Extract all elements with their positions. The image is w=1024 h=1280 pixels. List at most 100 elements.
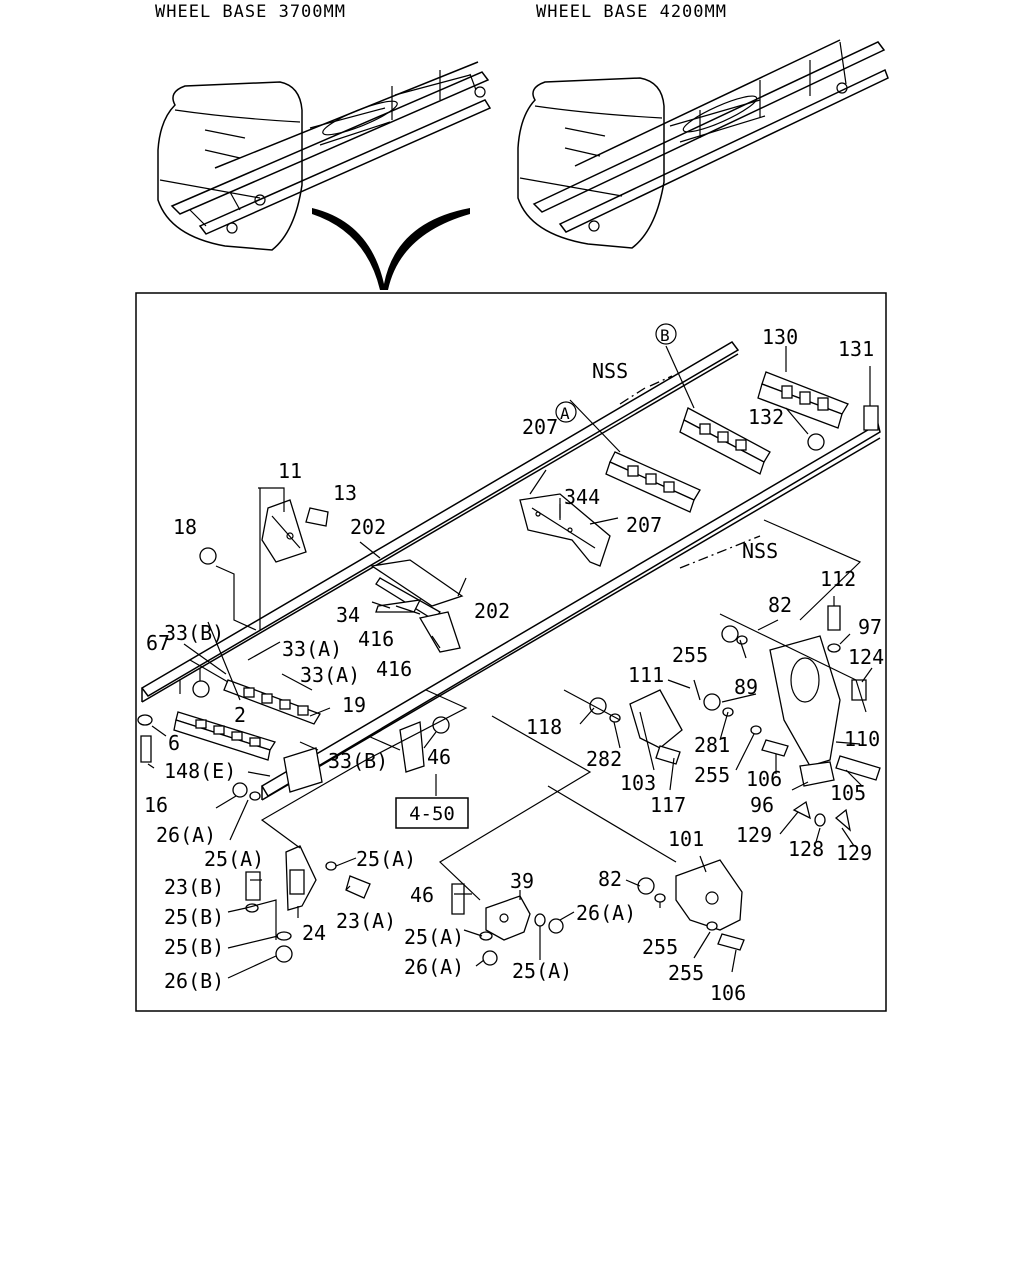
header-wheelbase-4200: WHEEL BASE 4200MM (536, 2, 727, 22)
label-111: 111 (628, 663, 664, 687)
label-46-low: 46 (410, 883, 434, 907)
label-39: 39 (510, 869, 534, 893)
label-106-mid: 106 (746, 767, 782, 791)
label-112: 112 (820, 567, 856, 591)
label-202-mid: 202 (474, 599, 510, 623)
label-11: 11 (278, 459, 302, 483)
label-33b-top: 33(B) (164, 621, 224, 645)
label-26a-low: 26(A) (404, 955, 464, 979)
label-255-low2: 255 (668, 961, 704, 985)
chassis-rails (140, 341, 881, 801)
part-labels: 11 13 18 202 207 344 207 34 202 416 416 … (144, 325, 884, 1005)
label-82-top: 82 (768, 593, 792, 617)
label-281: 281 (694, 733, 730, 757)
label-110: 110 (844, 727, 880, 751)
label-97: 97 (858, 615, 882, 639)
label-202-top: 202 (350, 515, 386, 539)
end-bracket-2 (283, 747, 323, 793)
label-255-mid: 255 (694, 763, 730, 787)
bracket-24 (285, 845, 317, 911)
label-18: 18 (173, 515, 197, 539)
reference-box[interactable] (395, 797, 469, 829)
label-33a-2: 33(A) (300, 663, 360, 687)
crossmember-front (173, 711, 276, 761)
fasteners (137, 405, 881, 966)
label-19: 19 (342, 693, 366, 717)
label-46-mid: 46 (427, 745, 451, 769)
label-118: 118 (526, 715, 562, 739)
label-124: 124 (848, 645, 884, 669)
label-25b-2: 25(B) (164, 935, 224, 959)
label-33a-1: 33(A) (282, 637, 342, 661)
bracket-11 (261, 499, 307, 563)
label-A: A (560, 404, 570, 423)
label-132: 132 (748, 405, 784, 429)
label-25a-low: 25(A) (404, 925, 464, 949)
label-82-low: 82 (598, 867, 622, 891)
label-23b: 23(B) (164, 875, 224, 899)
label-26a-left: 26(A) (156, 823, 216, 847)
crossmember-34 (370, 559, 464, 653)
crossmember-B (679, 407, 771, 475)
truck-4200-illustration (517, 39, 889, 249)
label-B: B (660, 326, 670, 345)
crossmember-130 (757, 371, 849, 429)
label-33b-low: 33(B) (328, 749, 388, 773)
bracket-46 (399, 721, 425, 773)
label-25b-1: 25(B) (164, 905, 224, 929)
nss-callout-2 (679, 535, 761, 569)
label-207-right: 207 (626, 513, 662, 537)
crossmember-A (605, 451, 701, 513)
label-106-low: 106 (710, 981, 746, 1005)
label-255-low1: 255 (642, 935, 678, 959)
label-24: 24 (302, 921, 326, 945)
label-344: 344 (564, 485, 600, 509)
label-207-top: 207 (522, 415, 558, 439)
reference-box-label: 4-50 (409, 803, 455, 825)
label-130: 130 (762, 325, 798, 349)
bracket-39 (485, 895, 531, 941)
label-2: 2 (234, 703, 246, 727)
callout-circle-a (555, 401, 577, 423)
crossmember-2 (223, 679, 321, 725)
label-34: 34 (336, 603, 360, 627)
label-103: 103 (620, 771, 656, 795)
label-255-top: 255 (672, 643, 708, 667)
label-nss-right: NSS (742, 539, 778, 563)
label-129-left: 129 (736, 823, 772, 847)
label-26b: 26(B) (164, 969, 224, 993)
plate-110 (769, 635, 841, 767)
label-6: 6 (168, 731, 180, 755)
nss-callout-1 (619, 375, 673, 405)
bracket-101 (675, 859, 743, 931)
label-16: 16 (144, 793, 168, 817)
label-416-b: 416 (376, 657, 412, 681)
label-101: 101 (668, 827, 704, 851)
label-131: 131 (838, 337, 874, 361)
label-89: 89 (734, 675, 758, 699)
label-416-a: 416 (358, 627, 394, 651)
label-13: 13 (333, 481, 357, 505)
label-nss-top: NSS (592, 359, 628, 383)
truck-3700-illustration (157, 61, 492, 251)
diagram-frame (135, 292, 887, 1012)
label-148e: 148(E) (164, 759, 236, 783)
label-129-right: 129 (836, 841, 872, 865)
label-282: 282 (586, 747, 622, 771)
label-96: 96 (750, 793, 774, 817)
merge-arrow (312, 208, 470, 290)
label-25a-bottom: 25(A) (512, 959, 572, 983)
bracket-103 (629, 689, 683, 749)
label-25a-left: 25(A) (204, 847, 264, 871)
label-128: 128 (788, 837, 824, 861)
header-wheelbase-3700: WHEEL BASE 3700MM (155, 2, 346, 22)
label-25a-mid: 25(A) (356, 847, 416, 871)
leader-lines (147, 345, 873, 979)
label-23a: 23(A) (336, 909, 396, 933)
callout-circle-b (655, 323, 677, 345)
label-105: 105 (830, 781, 866, 805)
label-26a-right: 26(A) (576, 901, 636, 925)
label-117: 117 (650, 793, 686, 817)
label-67: 67 (146, 631, 170, 655)
